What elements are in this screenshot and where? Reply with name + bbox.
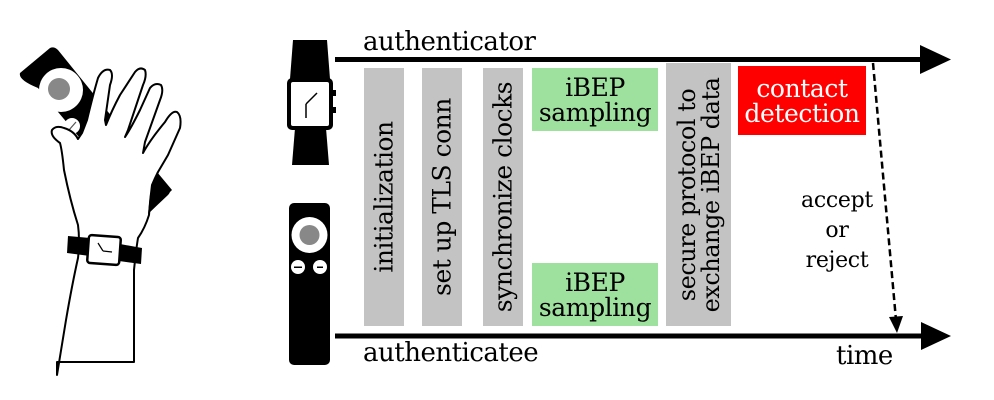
ibep-bottom-line1: iBEP [565, 267, 625, 297]
smartwatch-icon [287, 40, 336, 165]
contact-line1: contact [756, 73, 848, 103]
decision-dashed-arrow [871, 62, 898, 321]
step-ibep-sampling-bottom: iBEP sampling [532, 263, 658, 326]
step-contact-detection: contact detection [738, 66, 866, 135]
step-initialization-label: initialization [369, 121, 399, 273]
authenticatee-arrowhead [921, 322, 951, 350]
wrist-watch-icon [67, 233, 142, 267]
time-label: time [836, 341, 893, 371]
step-tls-label: set up TLS conn [427, 98, 457, 296]
decision-accept: accept [801, 188, 873, 213]
step-tls: set up TLS conn [422, 68, 462, 326]
step-ibep-sampling-top: iBEP sampling [532, 68, 658, 131]
decision-arrowhead [889, 316, 903, 333]
authenticatee-label: authenticatee [363, 338, 539, 368]
ibep-bottom-line2: sampling [538, 292, 652, 322]
step-sync-clocks: synchronize clocks [483, 68, 523, 326]
remote-control-icon [289, 203, 330, 365]
ibep-top-line1: iBEP [565, 72, 625, 102]
authenticator-arrowhead [920, 45, 951, 74]
decision-note: accept or reject [790, 186, 884, 276]
authenticator-label: authenticator [363, 27, 536, 57]
decision-reject: reject [805, 248, 869, 273]
step-sync-label: synchronize clocks [488, 81, 518, 313]
ibep-top-line2: sampling [538, 97, 652, 127]
step-secure-label: secure protocol to exchange iBEP data [672, 77, 725, 312]
contact-line2: detection [744, 98, 860, 128]
remote-behind-hand [148, 172, 172, 214]
step-initialization: initialization [364, 68, 404, 326]
secure-line2: exchange iBEP data [696, 77, 725, 312]
secure-line1: secure protocol to [672, 88, 701, 301]
step-secure-protocol: secure protocol to exchange iBEP data [666, 63, 731, 326]
decision-or: or [825, 218, 849, 243]
